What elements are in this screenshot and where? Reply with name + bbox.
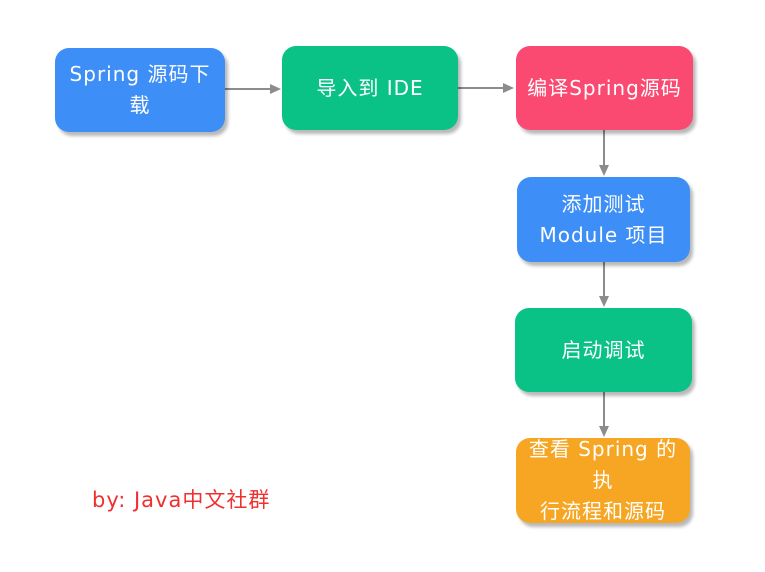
arrow-add-test-to-debug — [599, 262, 609, 307]
flow-node-compile-spring-source: 编译Spring源码 — [516, 46, 693, 130]
flow-node-start-debug: 启动调试 — [515, 308, 692, 392]
node-label: 编译Spring源码 — [527, 75, 682, 100]
arrowhead-icon — [599, 165, 609, 176]
flow-node-view-spring-flow: 查看 Spring 的执 行流程和源码 — [516, 437, 690, 523]
arrowhead-icon — [599, 296, 609, 307]
flow-node-spring-source-download: Spring 源码下载 — [55, 48, 225, 132]
arrowhead-icon — [270, 84, 281, 94]
arrowhead-icon — [599, 426, 609, 437]
arrow-debug-to-view-flow — [599, 392, 609, 437]
node-label: 启动调试 — [561, 337, 646, 362]
arrowhead-icon — [503, 83, 514, 93]
arrow-download-to-import — [225, 84, 281, 94]
credit-text: by: Java中文社群 — [92, 488, 271, 512]
arrow-compile-to-add-test — [599, 130, 609, 176]
flow-node-import-to-ide: 导入到 IDE — [282, 46, 458, 130]
arrow-import-to-compile — [458, 83, 514, 93]
node-label: Spring 源码下载 — [69, 62, 211, 117]
node-label: 添加测试 Module 项目 — [539, 191, 668, 247]
node-label: 查看 Spring 的执 行流程和源码 — [528, 437, 678, 523]
node-label: 导入到 IDE — [316, 75, 424, 100]
flow-node-add-test-module: 添加测试 Module 项目 — [517, 177, 690, 262]
